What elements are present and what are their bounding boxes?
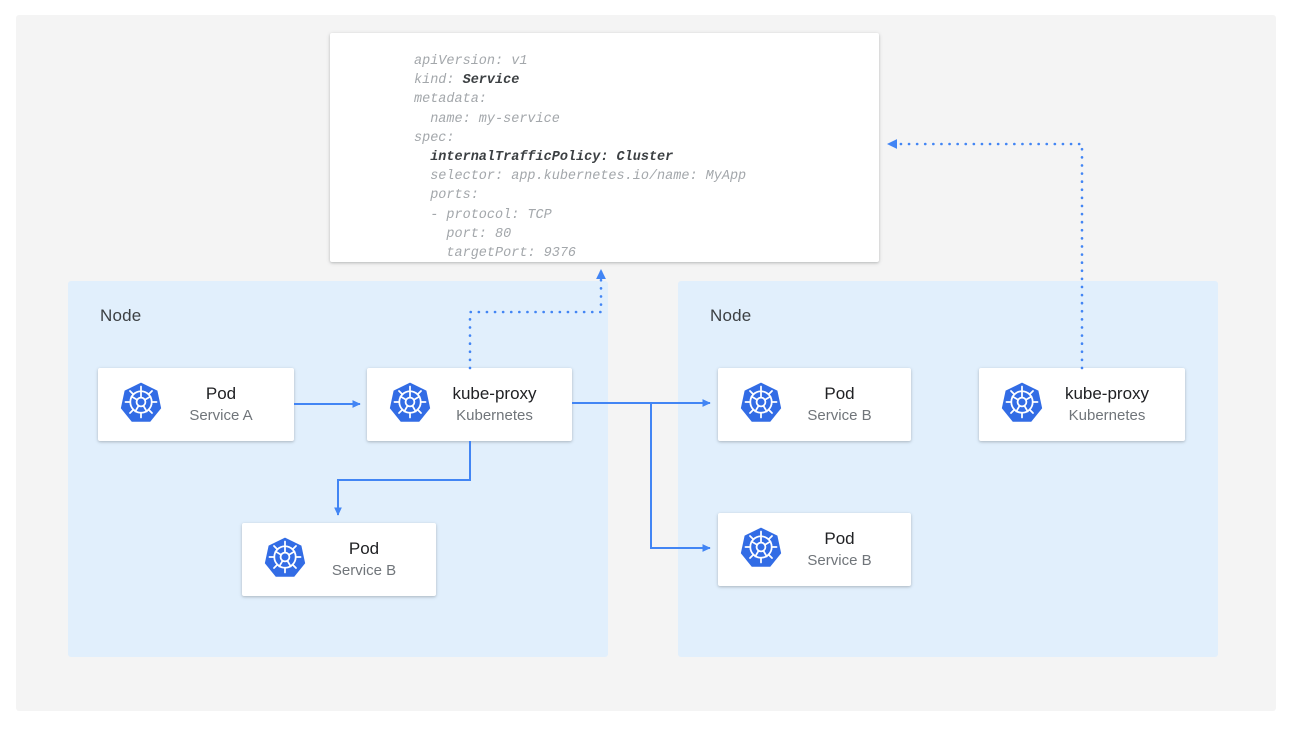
card-kube-proxy-left[interactable]: kube-proxy Kubernetes xyxy=(367,368,572,441)
manifest-line: name: my-service xyxy=(414,111,560,127)
card-text: Pod Service A xyxy=(162,383,294,426)
card-subtitle: Service B xyxy=(331,562,397,579)
card-title: Pod xyxy=(824,384,855,403)
card-kube-proxy-right[interactable]: kube-proxy Kubernetes xyxy=(979,368,1185,441)
card-title: kube-proxy xyxy=(1064,384,1150,403)
kubernetes-icon xyxy=(740,381,782,428)
manifest-line-emphasis: internalTrafficPolicy: Cluster xyxy=(430,150,674,166)
manifest-line: kind: Service xyxy=(414,73,520,89)
card-subtitle: Service A xyxy=(189,407,253,424)
card-subtitle: Service B xyxy=(807,552,872,569)
manifest-line: spec: xyxy=(414,130,455,146)
card-subtitle: Kubernetes xyxy=(1068,407,1146,424)
card-pod-service-a[interactable]: Pod Service A xyxy=(98,368,294,441)
manifest-line: internalTrafficPolicy: Cluster xyxy=(414,148,879,167)
card-pod-service-b-remote-bottom[interactable]: Pod Service B xyxy=(718,513,911,586)
manifest-line: metadata: xyxy=(414,92,487,108)
card-title: Pod xyxy=(824,529,855,548)
card-title: Pod xyxy=(348,539,380,558)
manifest-line: ports: xyxy=(414,188,479,204)
node-box-left: Node xyxy=(68,281,608,657)
card-pod-service-b-remote-top[interactable]: Pod Service B xyxy=(718,368,911,441)
card-text: kube-proxy Kubernetes xyxy=(431,383,572,426)
kubernetes-icon xyxy=(740,526,782,573)
card-pod-service-b-local[interactable]: Pod Service B xyxy=(242,523,436,596)
manifest-line: targetPort: 9376 xyxy=(414,246,577,262)
kubernetes-icon xyxy=(120,381,162,428)
card-subtitle: Service B xyxy=(807,407,872,424)
card-text: Pod Service B xyxy=(782,383,911,426)
service-manifest-panel: apiVersion: v1 kind: Service metadata: nam… xyxy=(330,33,879,262)
kubernetes-icon xyxy=(1001,381,1043,428)
node-box-right: Node xyxy=(678,281,1218,657)
kubernetes-icon xyxy=(389,381,431,428)
node-label-left: Node xyxy=(100,306,142,325)
diagram-canvas: Node Node apiVersion: v1 kind: Service met… xyxy=(16,15,1276,711)
card-title: kube-proxy xyxy=(452,384,537,403)
manifest-line: apiVersion: v1 xyxy=(414,54,528,69)
manifest-line: selector: app.kubernetes.io/name: MyApp xyxy=(414,169,747,185)
manifest-line-emphasis: Service xyxy=(462,73,520,89)
card-subtitle: Kubernetes xyxy=(456,407,533,424)
card-title: Pod xyxy=(205,384,237,403)
card-text: Pod Service B xyxy=(782,528,911,571)
card-text: kube-proxy Kubernetes xyxy=(1043,383,1185,426)
card-text: Pod Service B xyxy=(306,538,436,581)
manifest-line: - protocol: TCP xyxy=(414,207,552,223)
node-label-right: Node xyxy=(710,306,752,325)
manifest-line: port: 80 xyxy=(414,226,512,242)
kubernetes-icon xyxy=(264,536,306,583)
